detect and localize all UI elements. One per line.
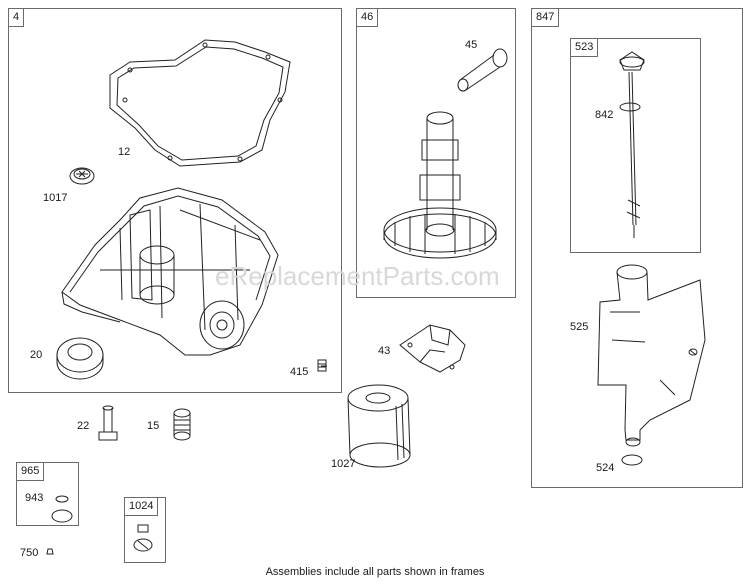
part-label-22: 22 [77,420,90,432]
oil-filter-part-1027 [347,384,411,468]
part-label-943: 943 [25,492,44,504]
frame-1024-label: 1024 [124,497,159,516]
frame-4: 4 [8,8,342,393]
part-label-1027: 1027 [331,458,356,470]
o-ring-part-943 [51,495,73,523]
part-label-524: 524 [596,462,615,474]
bolt-part-22 [98,405,118,441]
footer-note: Assemblies include all parts shown in fr… [265,566,485,578]
part-label-43: 43 [378,345,391,357]
part-label-842: 842 [595,109,614,121]
seal-part-20 [56,337,104,380]
o-ring-part-524 [621,454,643,466]
camshaft-part-46 [383,111,497,259]
plug-part-15 [173,408,191,441]
nut-part-750 [46,548,54,555]
frame-847-label: 847 [531,8,560,27]
dipstick-part-842 [619,51,645,238]
governor-part-43 [399,324,466,373]
part-label-45: 45 [465,39,478,51]
frame-46-label: 46 [356,8,379,27]
part-label-415: 415 [290,366,309,378]
gasket-part-12 [109,39,291,167]
sump-housing-part [61,187,279,356]
pin-part-45 [457,48,508,92]
frame-523-label: 523 [570,38,599,57]
dipstick-tube-part-525 [597,264,706,447]
part-label-15: 15 [147,420,160,432]
part-label-20: 20 [30,349,43,361]
frame-4-label: 4 [8,8,25,27]
cap-part-1017 [69,167,95,185]
part-label-1017: 1017 [43,192,68,204]
plug-part-1024 [133,524,153,552]
part-label-525: 525 [570,321,589,333]
part-label-12: 12 [118,146,131,158]
frame-965: 965 [16,462,79,526]
frame-46: 46 [356,8,516,298]
frame-965-label: 965 [16,462,45,481]
part-label-750: 750 [20,547,39,559]
watermark-text: eReplacementParts.com [215,261,500,291]
frame-1024: 1024 [124,497,166,563]
